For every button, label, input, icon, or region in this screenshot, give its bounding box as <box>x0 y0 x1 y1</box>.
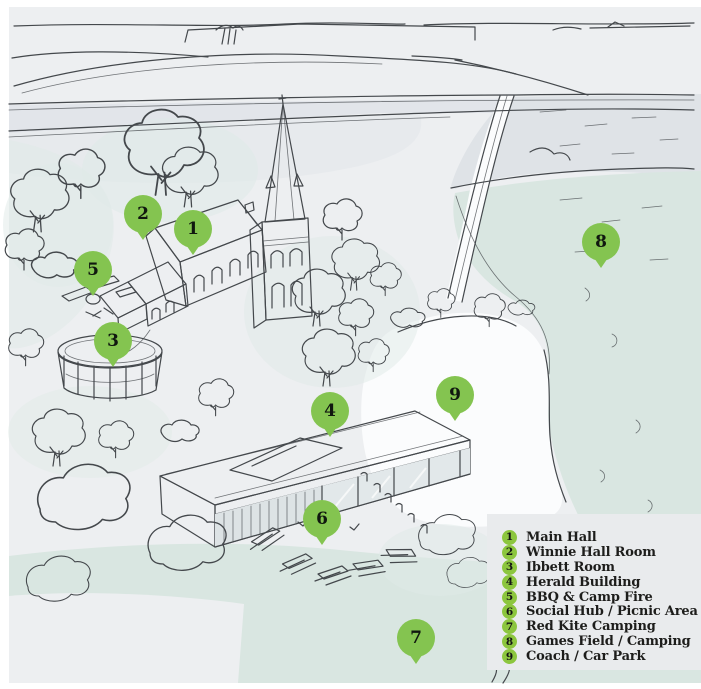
legend-label: Coach / Car Park <box>526 649 646 665</box>
legend-label: Main Hall <box>526 529 597 545</box>
legend-item-red-kite-camping: 7 Red Kite Camping <box>502 619 701 635</box>
legend-panel: 1 Main Hall 2 Winnie Hall Room 3 Ibbett … <box>487 514 701 670</box>
legend-label: Games Field / Camping <box>526 634 691 650</box>
map-pin-9: 9 <box>436 376 474 414</box>
legend-number-badge: 6 <box>502 604 517 620</box>
bollards <box>360 471 428 534</box>
games-field <box>453 171 701 620</box>
legend-item-coach-car-park: 9 Coach / Car Park <box>502 649 701 665</box>
map-pin-8-number: 8 <box>595 232 607 252</box>
map-pin-3: 3 <box>94 322 132 360</box>
legend-label: Ibbett Room <box>526 559 615 575</box>
legend-number-badge: 8 <box>502 634 517 650</box>
legend-label: BBQ & Camp Fire <box>526 589 653 605</box>
field-texture <box>539 109 679 513</box>
legend-label: Herald Building <box>526 574 641 590</box>
map-pin-3-number: 3 <box>107 331 119 351</box>
legend-number-badge: 4 <box>502 574 517 590</box>
map-pin-9-number: 9 <box>449 385 461 405</box>
herald-building <box>159 410 471 548</box>
legend-item-games-field: 8 Games Field / Camping <box>502 634 701 650</box>
map-pin-7: 7 <box>397 619 435 657</box>
map-pin-6: 6 <box>303 500 341 538</box>
church-tower <box>249 94 313 329</box>
legend-item-bbq-camp-fire: 5 BBQ & Camp Fire <box>502 589 701 605</box>
legend-item-herald-building: 4 Herald Building <box>502 574 701 590</box>
map-pin-5-number: 5 <box>87 260 99 280</box>
legend-item-social-hub: 6 Social Hub / Picnic Area <box>502 604 701 620</box>
map-pin-5: 5 <box>74 251 112 289</box>
legend-label: Social Hub / Picnic Area <box>526 604 698 620</box>
map-pin-2: 2 <box>124 195 162 233</box>
legend-label: Winnie Hall Room <box>526 544 656 560</box>
map-pin-8: 8 <box>582 223 620 261</box>
hedge-lines <box>397 147 695 503</box>
map-pin-4: 4 <box>311 392 349 430</box>
horizon-sketch <box>11 21 695 96</box>
map-pin-1: 1 <box>174 210 212 248</box>
horizon-road <box>8 93 695 303</box>
legend-item-winnie-hall-room: 2 Winnie Hall Room <box>502 544 701 560</box>
map-pin-2-number: 2 <box>137 204 149 224</box>
legend-number-badge: 9 <box>502 649 517 665</box>
legend-number-badge: 7 <box>502 619 517 635</box>
map-pin-1-number: 1 <box>187 219 199 239</box>
legend-item-ibbett-room: 3 Ibbett Room <box>502 559 701 575</box>
legend-item-main-hall: 1 Main Hall <box>502 529 701 545</box>
legend-number-badge: 5 <box>502 589 517 605</box>
legend-number-badge: 3 <box>502 559 517 575</box>
map-pin-7-number: 7 <box>410 628 422 648</box>
access-road <box>446 96 514 302</box>
legend-label: Red Kite Camping <box>526 619 656 635</box>
map-pin-6-number: 6 <box>316 509 328 529</box>
church-main-hall <box>99 199 267 357</box>
legend-number-badge: 2 <box>502 544 517 560</box>
map-pin-4-number: 4 <box>324 401 336 421</box>
legend-number-badge: 1 <box>502 529 517 545</box>
